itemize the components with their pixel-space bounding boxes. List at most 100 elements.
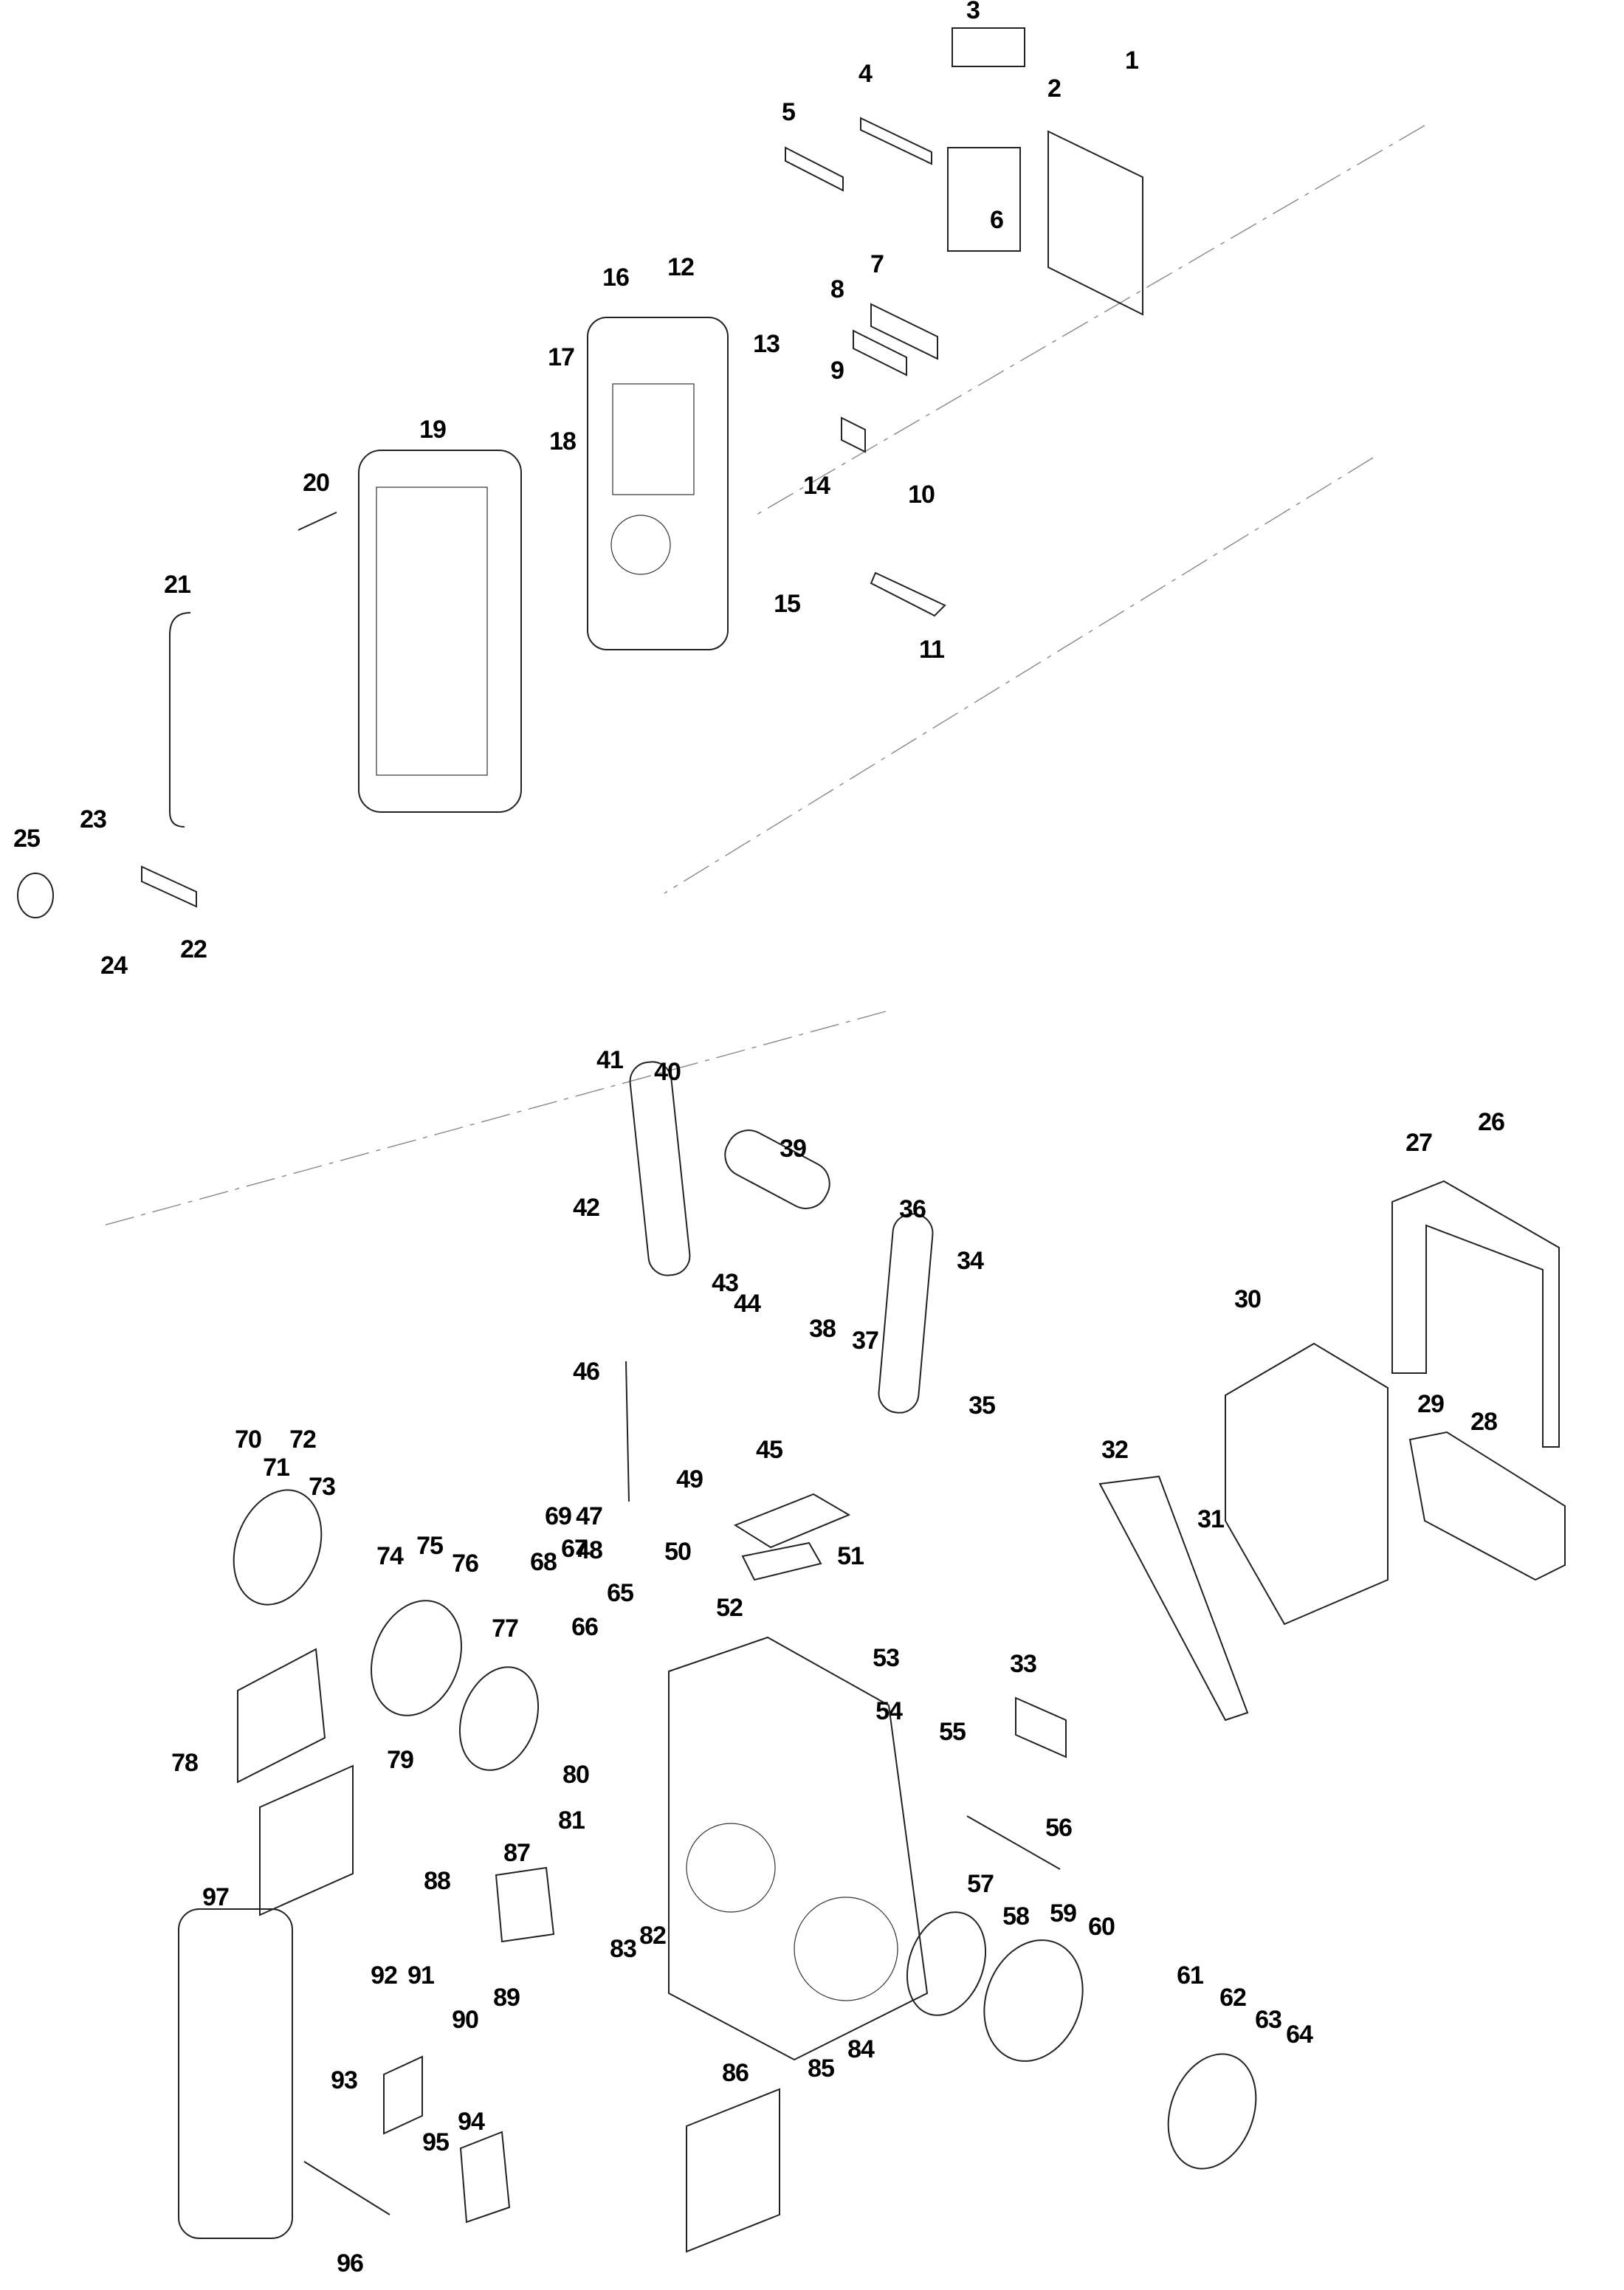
callout-77: 77 bbox=[492, 1615, 519, 1643]
part-16-front-panel bbox=[587, 317, 729, 650]
callout-16: 16 bbox=[602, 264, 630, 292]
callout-20: 20 bbox=[303, 469, 330, 497]
callout-75: 75 bbox=[416, 1532, 444, 1560]
callout-61: 61 bbox=[1177, 1961, 1204, 1990]
part-3-circuit-board bbox=[952, 27, 1025, 67]
part-96-rod bbox=[303, 2161, 390, 2215]
part-36-side-arm bbox=[878, 1213, 934, 1414]
part-19-frame bbox=[358, 450, 522, 813]
part-27-rear-frame bbox=[1391, 1180, 1560, 1448]
callout-76: 76 bbox=[452, 1550, 479, 1578]
callout-78: 78 bbox=[171, 1749, 199, 1777]
part-25-knob bbox=[17, 873, 54, 918]
callout-84: 84 bbox=[847, 2035, 875, 2063]
callout-18: 18 bbox=[549, 427, 577, 455]
part-74-speaker bbox=[371, 1600, 462, 1716]
callout-51: 51 bbox=[837, 1542, 864, 1570]
callout-88: 88 bbox=[424, 1867, 451, 1895]
callout-7: 7 bbox=[870, 250, 884, 278]
part-7-bracket bbox=[870, 303, 938, 360]
part-20-screw bbox=[297, 512, 337, 531]
part-11-board bbox=[870, 571, 946, 617]
part-77-gasket bbox=[458, 1666, 540, 1771]
callout-4: 4 bbox=[859, 60, 873, 88]
callout-9: 9 bbox=[830, 357, 844, 385]
callout-71: 71 bbox=[263, 1454, 290, 1482]
callout-21: 21 bbox=[164, 571, 191, 599]
callout-35: 35 bbox=[968, 1392, 996, 1420]
callout-12: 12 bbox=[667, 253, 695, 281]
callout-57: 57 bbox=[967, 1870, 994, 1898]
part-19-frame-inner bbox=[376, 486, 488, 776]
callout-80: 80 bbox=[562, 1761, 590, 1789]
callout-66: 66 bbox=[571, 1613, 599, 1641]
axis-line bbox=[664, 457, 1374, 894]
callout-3: 3 bbox=[966, 0, 980, 24]
part-33-board bbox=[1015, 1696, 1067, 1758]
part-32-gasket bbox=[1098, 1475, 1249, 1722]
callout-40: 40 bbox=[654, 1058, 681, 1086]
callout-59: 59 bbox=[1050, 1899, 1077, 1928]
callout-56: 56 bbox=[1045, 1814, 1073, 1842]
callout-70: 70 bbox=[235, 1426, 262, 1454]
callout-55: 55 bbox=[939, 1718, 966, 1746]
callout-29: 29 bbox=[1417, 1390, 1445, 1418]
callout-11: 11 bbox=[919, 636, 945, 664]
callout-82: 82 bbox=[639, 1922, 667, 1950]
callout-42: 42 bbox=[573, 1194, 600, 1222]
part-5-button-strip bbox=[785, 146, 844, 192]
callout-49: 49 bbox=[676, 1465, 703, 1493]
callout-67: 67 bbox=[561, 1535, 588, 1563]
callout-30: 30 bbox=[1234, 1285, 1262, 1313]
callout-36: 36 bbox=[899, 1195, 926, 1223]
callout-41: 41 bbox=[596, 1046, 624, 1074]
callout-96: 96 bbox=[337, 2249, 364, 2277]
callout-48: 48 bbox=[576, 1536, 603, 1564]
callout-24: 24 bbox=[100, 952, 128, 980]
callout-64: 64 bbox=[1286, 2021, 1313, 2049]
part-45-battery-cover bbox=[733, 1493, 851, 1549]
callout-68: 68 bbox=[530, 1548, 557, 1576]
callout-45: 45 bbox=[756, 1436, 783, 1464]
callout-17: 17 bbox=[548, 343, 575, 371]
callout-74: 74 bbox=[376, 1542, 404, 1570]
callout-58: 58 bbox=[1002, 1902, 1030, 1930]
callout-72: 72 bbox=[289, 1426, 317, 1454]
callout-69: 69 bbox=[545, 1502, 572, 1530]
callout-31: 31 bbox=[1197, 1505, 1225, 1533]
callout-46: 46 bbox=[573, 1358, 600, 1386]
callout-2: 2 bbox=[1047, 75, 1062, 103]
callout-54: 54 bbox=[875, 1697, 903, 1725]
part-79-panel bbox=[259, 1764, 354, 1916]
callout-83: 83 bbox=[610, 1935, 637, 1963]
callout-14: 14 bbox=[803, 472, 830, 500]
callout-85: 85 bbox=[808, 2055, 835, 2083]
part-72-speaker-grille bbox=[233, 1489, 323, 1606]
callout-79: 79 bbox=[387, 1746, 414, 1774]
callout-65: 65 bbox=[607, 1579, 634, 1607]
part-39-handle-grip bbox=[724, 1129, 830, 1209]
callout-90: 90 bbox=[452, 2006, 479, 2034]
callout-92: 92 bbox=[371, 1961, 398, 1990]
part-9-small-board bbox=[841, 416, 866, 453]
part-62-speaker-grille bbox=[1167, 2053, 1257, 2170]
part-30-housing bbox=[1225, 1342, 1389, 1626]
part-2-main-board bbox=[1047, 130, 1143, 316]
part-6-circuit-board bbox=[947, 147, 1021, 252]
callout-25: 25 bbox=[13, 825, 41, 853]
part-56-rod bbox=[966, 1815, 1061, 1870]
callout-93: 93 bbox=[331, 2066, 358, 2094]
part-86-panel bbox=[686, 2088, 780, 2253]
callout-27: 27 bbox=[1405, 1129, 1433, 1157]
part-78-shield bbox=[237, 1648, 326, 1784]
callout-19: 19 bbox=[419, 416, 447, 444]
callout-73: 73 bbox=[309, 1473, 336, 1501]
part-16-dial bbox=[610, 515, 671, 575]
part-58-speaker bbox=[983, 1939, 1084, 2062]
callout-26: 26 bbox=[1478, 1108, 1505, 1136]
callout-43: 43 bbox=[712, 1269, 739, 1297]
part-52-speaker-opening bbox=[686, 1823, 776, 1913]
callout-91: 91 bbox=[407, 1961, 435, 1990]
callout-53: 53 bbox=[873, 1644, 900, 1672]
